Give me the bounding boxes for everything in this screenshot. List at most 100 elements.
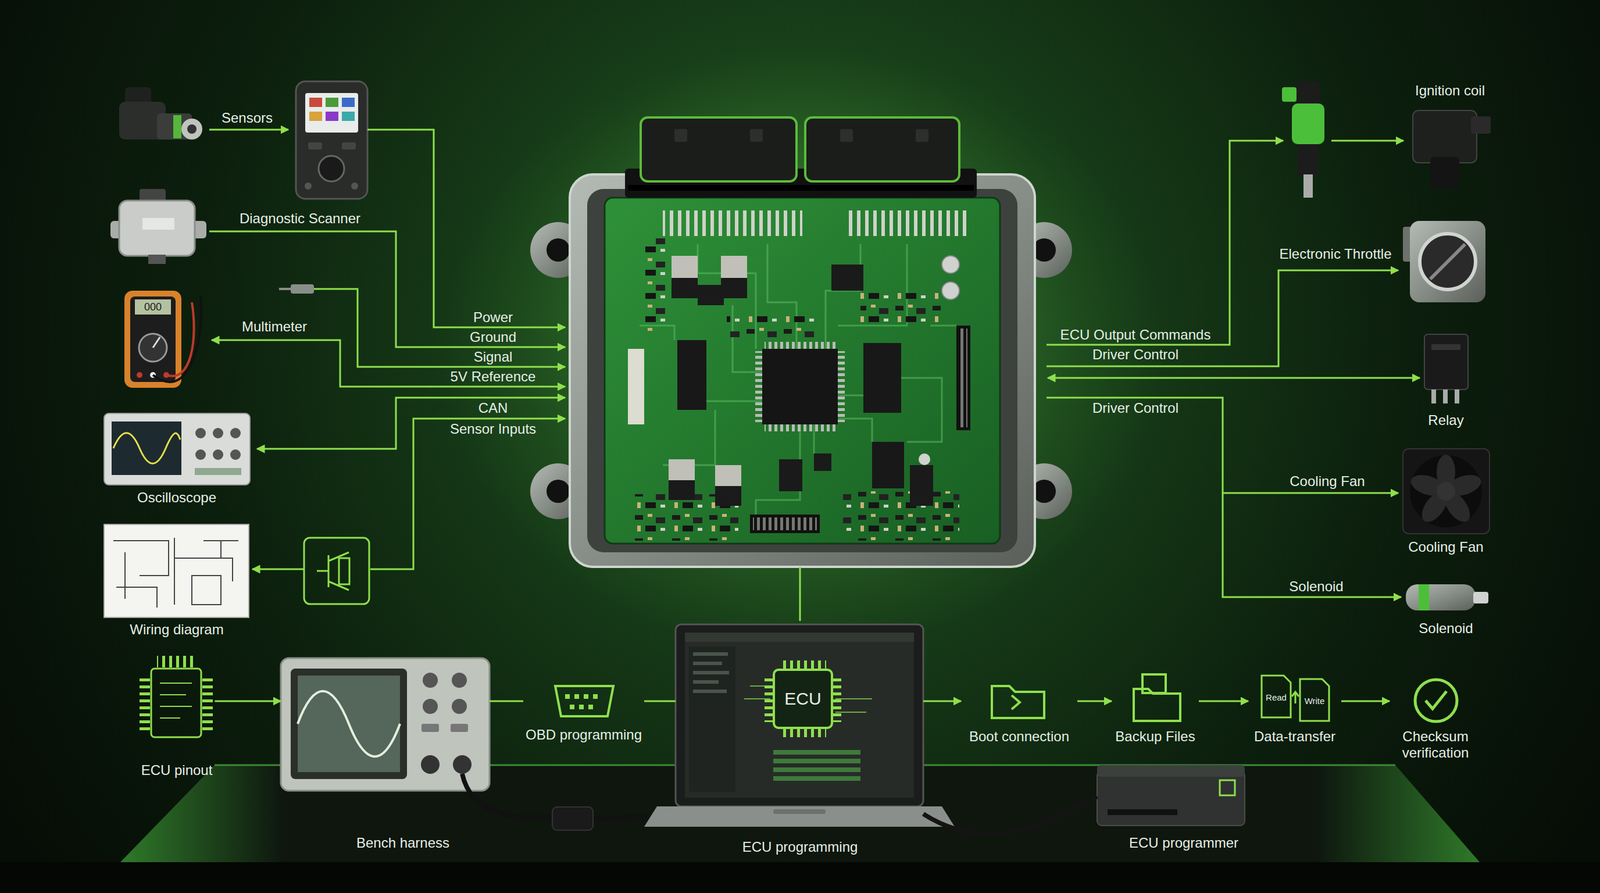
scanner-icon xyxy=(308,142,323,150)
relay-icon xyxy=(1431,389,1437,404)
injector-icon xyxy=(1296,81,1320,105)
laptop-icon xyxy=(773,776,861,781)
obd-icon xyxy=(593,694,598,699)
bench-scope-icon xyxy=(297,691,400,757)
obd-icon xyxy=(583,694,589,699)
node-label: ECU pinout xyxy=(141,762,213,779)
oscilloscope-icon xyxy=(104,413,250,485)
signal-wire xyxy=(313,288,566,367)
laptop-icon xyxy=(644,624,955,827)
pcb-components xyxy=(671,277,698,299)
multimeter-icon xyxy=(124,290,182,388)
multimeter-icon xyxy=(130,296,176,382)
pcb-components xyxy=(941,255,960,274)
desk xyxy=(0,862,1600,893)
pcb-components xyxy=(750,514,820,534)
ecu-connector xyxy=(840,129,853,142)
oscilloscope-icon xyxy=(104,413,250,485)
scanner-icon xyxy=(341,111,355,121)
pcb-components xyxy=(645,238,669,332)
pcb-traces xyxy=(706,400,763,403)
component-node: Cooling Fan xyxy=(1402,448,1490,558)
pinout-icon xyxy=(156,655,196,668)
scanner-icon xyxy=(325,97,339,107)
solenoid-icon xyxy=(1473,591,1489,604)
node-label: Ignition coil xyxy=(1415,82,1485,99)
node-label: Multimeter xyxy=(241,318,307,335)
checksum-icon xyxy=(1415,679,1457,722)
backup-icon xyxy=(1133,688,1181,721)
pcb-pins xyxy=(662,210,971,237)
pinout-icon xyxy=(159,683,192,719)
signal-label: Sensor Inputs xyxy=(450,420,537,438)
ecu-connector xyxy=(915,129,929,142)
component-node: ECU programmer xyxy=(1097,765,1245,854)
component-node: Ignition coil xyxy=(1408,80,1492,189)
component-node: Solenoid xyxy=(1402,576,1490,639)
pcb-components xyxy=(860,290,942,326)
laptop-icon xyxy=(644,806,955,827)
signal-wire xyxy=(209,129,289,131)
signal-wire xyxy=(211,340,566,387)
pcb-components xyxy=(715,465,742,488)
programmer-icon xyxy=(1219,780,1235,796)
pcb-components xyxy=(668,480,695,500)
ignition-coil-icon xyxy=(1412,110,1477,163)
ecu-connector xyxy=(625,117,977,198)
ecu-chip-icon xyxy=(833,675,842,723)
signal-wire xyxy=(1046,397,1399,494)
component-node: ECU pinout xyxy=(137,652,215,781)
transistor-icon xyxy=(338,558,350,585)
bench-scope-icon xyxy=(451,698,467,714)
component-node: Checksum verification xyxy=(1389,678,1482,764)
throttle-icon xyxy=(1419,233,1476,290)
bench-scope-icon xyxy=(280,658,490,791)
obd-icon xyxy=(565,694,598,710)
laptop-icon xyxy=(773,809,826,814)
laptop-icon xyxy=(693,661,723,666)
bench-scope-icon xyxy=(450,723,469,732)
cable-connector xyxy=(923,796,1098,835)
bench-scope-icon xyxy=(422,672,438,688)
pcb-components xyxy=(837,351,845,423)
checksum-icon xyxy=(1415,679,1457,722)
node-label: Solenoid xyxy=(1418,620,1473,637)
pcb-components xyxy=(668,459,695,482)
signal-wire xyxy=(1047,377,1420,380)
sensor-icon xyxy=(187,124,197,134)
fan-icon xyxy=(1402,448,1490,534)
ecu-housing xyxy=(604,197,1000,544)
injector-icon xyxy=(1281,81,1325,198)
node-label: Electronic Throttle xyxy=(1279,245,1392,263)
pinout-icon xyxy=(139,655,213,738)
relay-icon xyxy=(1424,334,1469,404)
pinout-icon xyxy=(159,717,181,719)
component-node: Boot connection xyxy=(961,678,1078,748)
pcb-components xyxy=(627,348,645,425)
flow-arrow xyxy=(1198,700,1249,703)
oscilloscope-icon xyxy=(212,449,224,460)
scanner-icon xyxy=(305,93,359,133)
laptop-icon xyxy=(693,680,719,684)
wiring-diagram-icon xyxy=(113,537,239,608)
harness-cable xyxy=(462,773,553,819)
scanner-icon xyxy=(318,155,345,182)
multimeter-icon xyxy=(152,337,160,348)
laptop-icon xyxy=(693,670,730,675)
laptop-icon xyxy=(693,652,728,656)
pcb-components xyxy=(697,284,724,306)
ecu-connector xyxy=(640,117,797,182)
probe-icon xyxy=(279,284,314,294)
multimeter-icon xyxy=(136,372,143,378)
ecu-housing xyxy=(569,174,1035,567)
node-label: OBD programming xyxy=(525,726,642,744)
throttle-icon xyxy=(1409,220,1486,303)
solenoid-icon xyxy=(1405,584,1489,611)
folder-icon xyxy=(1011,695,1020,710)
pcb-pins xyxy=(845,210,971,237)
flow-arrow xyxy=(1077,700,1112,703)
ecu-housing xyxy=(546,238,570,262)
relay-icon xyxy=(1424,334,1469,390)
pcb-components xyxy=(677,340,707,410)
